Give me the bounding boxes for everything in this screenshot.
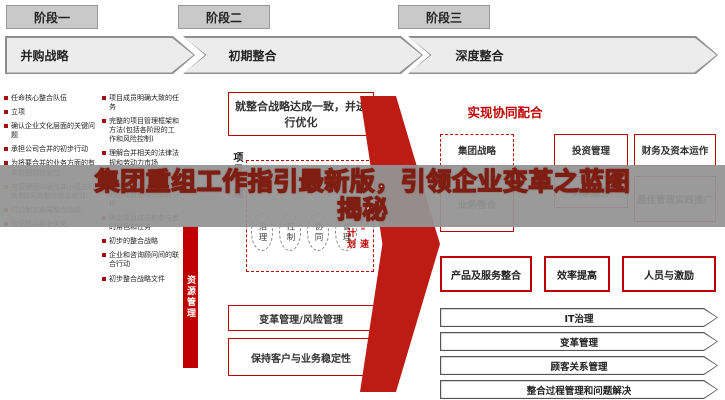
headline-line2: 揭秘	[336, 195, 388, 224]
list-item: 确认企业文化层面的关键问题	[4, 122, 98, 140]
bullet-square-icon	[102, 119, 106, 124]
task-text: 承担公司合并的初步行动	[11, 145, 88, 154]
bullet-square-icon	[102, 96, 106, 100]
stage-arrow-label: 深度整合	[410, 38, 717, 73]
bullet-square-icon	[102, 276, 106, 281]
alignment-box: 就整合战略达成一致，并进行优化	[228, 92, 374, 136]
stage-arrow-label: 初期整合	[185, 38, 422, 73]
banner-it-governance: IT治理	[440, 308, 718, 327]
list-item: 承担公司合并的初步行动	[4, 145, 98, 154]
resource-management-bar: 资源管理	[183, 226, 198, 368]
list-item: 完整的项目管理框架和方法(包括各阶段的工作和风险控制)	[102, 117, 180, 144]
bullet-square-icon	[4, 147, 8, 152]
stage-arrow-label: 并购战略	[7, 38, 194, 73]
list-item: 初步的整合战略	[102, 237, 180, 246]
list-item: 立项	[4, 108, 98, 117]
task-text: 企业和咨询顾问间的联合行动	[109, 251, 179, 269]
bullet-square-icon	[102, 253, 106, 258]
list-item: 初步整合战略文件	[102, 275, 180, 284]
phase-label-1: 阶段一	[6, 5, 98, 29]
grid-box-efficiency: 效率提高	[544, 256, 610, 292]
title-banner: 集团重组工作指引最新版，引领企业变革之蓝图 揭秘	[0, 165, 725, 227]
banner-integration-process: 整合过程管理和问题解决	[440, 380, 718, 399]
list-item: 任命核心整合队伍	[4, 94, 98, 103]
list-item: 项目成员明确大致的任务	[102, 94, 180, 112]
task-text: 任命核心整合队伍	[11, 94, 67, 102]
task-text: 理解合并相关的法律法规和劳动力市场	[109, 149, 179, 167]
stage-arrow-initial-integration: 初期整合	[183, 36, 423, 74]
change-risk-box: 变革管理/风险管理	[228, 305, 374, 331]
banner-label: IT治理	[441, 309, 717, 326]
bullet-square-icon	[4, 161, 8, 166]
phase-label-2: 阶段二	[178, 5, 270, 29]
task-text: 立项	[11, 108, 25, 117]
task-text: 初步的整合战略	[109, 237, 158, 246]
grid-box-people-incentive: 人员与激励	[622, 256, 716, 292]
banner-label: 整合过程管理和问题解决	[441, 381, 717, 398]
customer-stability-box: 保持客户与业务稳定性	[228, 338, 374, 376]
grid-box-finance-capital: 财务及资本运作	[634, 134, 716, 166]
task-text: 确认企业文化层面的关键问题	[11, 122, 95, 140]
list-item: 企业和咨询顾问间的联合行动	[102, 251, 180, 269]
banner-label: 变革管理	[441, 333, 717, 350]
bullet-square-icon	[4, 110, 8, 115]
banner-change-mgmt: 变革管理	[440, 332, 718, 351]
stage-arrow-deep-integration: 深度整合	[408, 36, 718, 74]
quick-win-note: 执行"速赢"计划	[345, 205, 368, 250]
bullet-square-icon	[102, 239, 106, 244]
banner-crm: 顾客关系管理	[440, 356, 718, 375]
bullet-square-icon	[4, 96, 8, 100]
phase-label-3: 阶段三	[398, 5, 490, 29]
banner-label: 顾客关系管理	[441, 357, 717, 374]
grid-box-group-strategy: 集团战略	[440, 134, 514, 166]
synergy-title: 实现协同配合	[467, 105, 543, 120]
bullet-square-icon	[4, 124, 8, 129]
stage-arrow-ma-strategy: 并购战略	[5, 36, 195, 74]
grid-box-product-service: 产品及服务整合	[440, 256, 532, 292]
list-item: 理解合并相关的法律法规和劳动力市场	[102, 149, 180, 167]
task-text: 完整的项目管理框架和方法(包括各阶段的工作和风险控制)	[109, 117, 179, 144]
bullet-square-icon	[102, 151, 106, 156]
grid-box-investment-mgmt: 投资管理	[554, 134, 628, 166]
headline-line1: 集团重组工作指引最新版，引领企业变革之蓝图	[94, 167, 631, 196]
task-text: 项目成员明确大致的任务	[109, 94, 179, 112]
task-text: 初步整合战略文件	[109, 274, 165, 283]
resource-management-label: 资源管理	[185, 275, 195, 319]
